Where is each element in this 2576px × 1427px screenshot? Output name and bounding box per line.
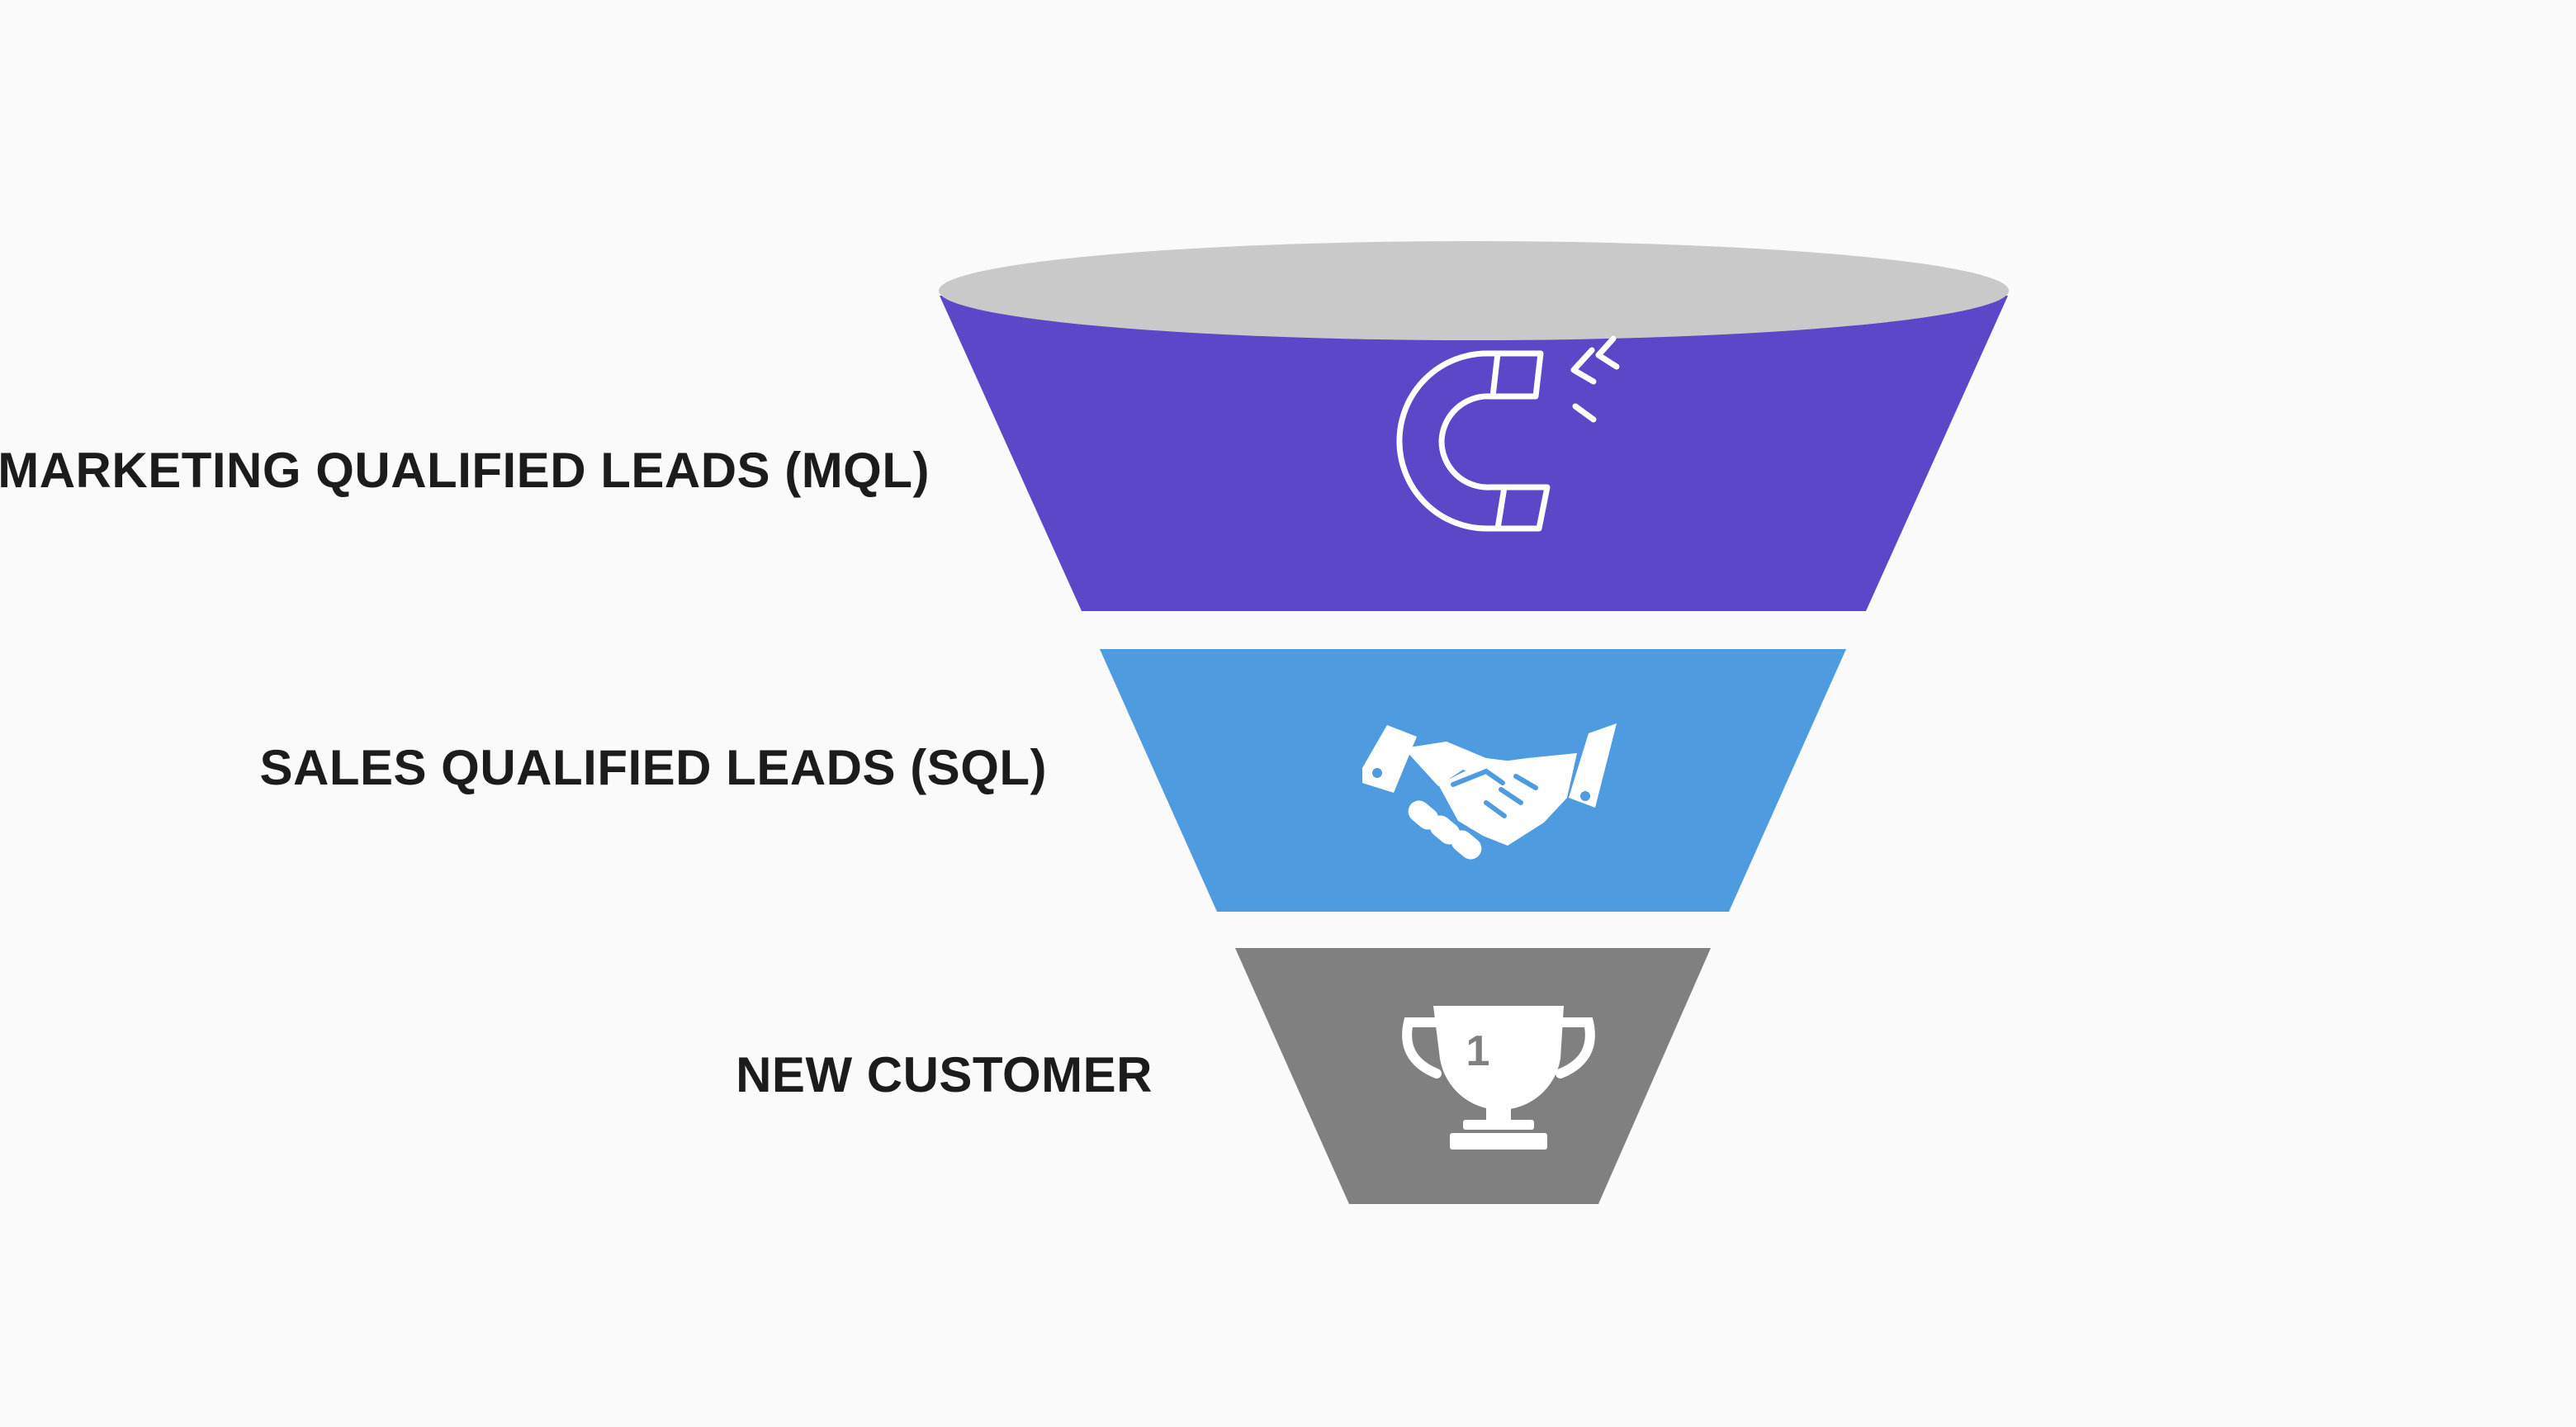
trophy-icon: 1: [1402, 1006, 1595, 1150]
magnet-icon: [1396, 335, 1620, 532]
stage-label-sql: SALES QUALIFIED LEADS (SQL): [259, 740, 1047, 795]
funnel-top-rim: [939, 241, 2009, 340]
stage-label-mql: MARKETING QUALIFIED LEADS (MQL): [0, 443, 930, 498]
trophy-rank-number: 1: [1466, 1027, 1490, 1075]
handshake-icon: [1362, 723, 1617, 860]
stage-label-new-customer: NEW CUSTOMER: [736, 1047, 1153, 1102]
funnel-band-mql: [940, 296, 2008, 611]
